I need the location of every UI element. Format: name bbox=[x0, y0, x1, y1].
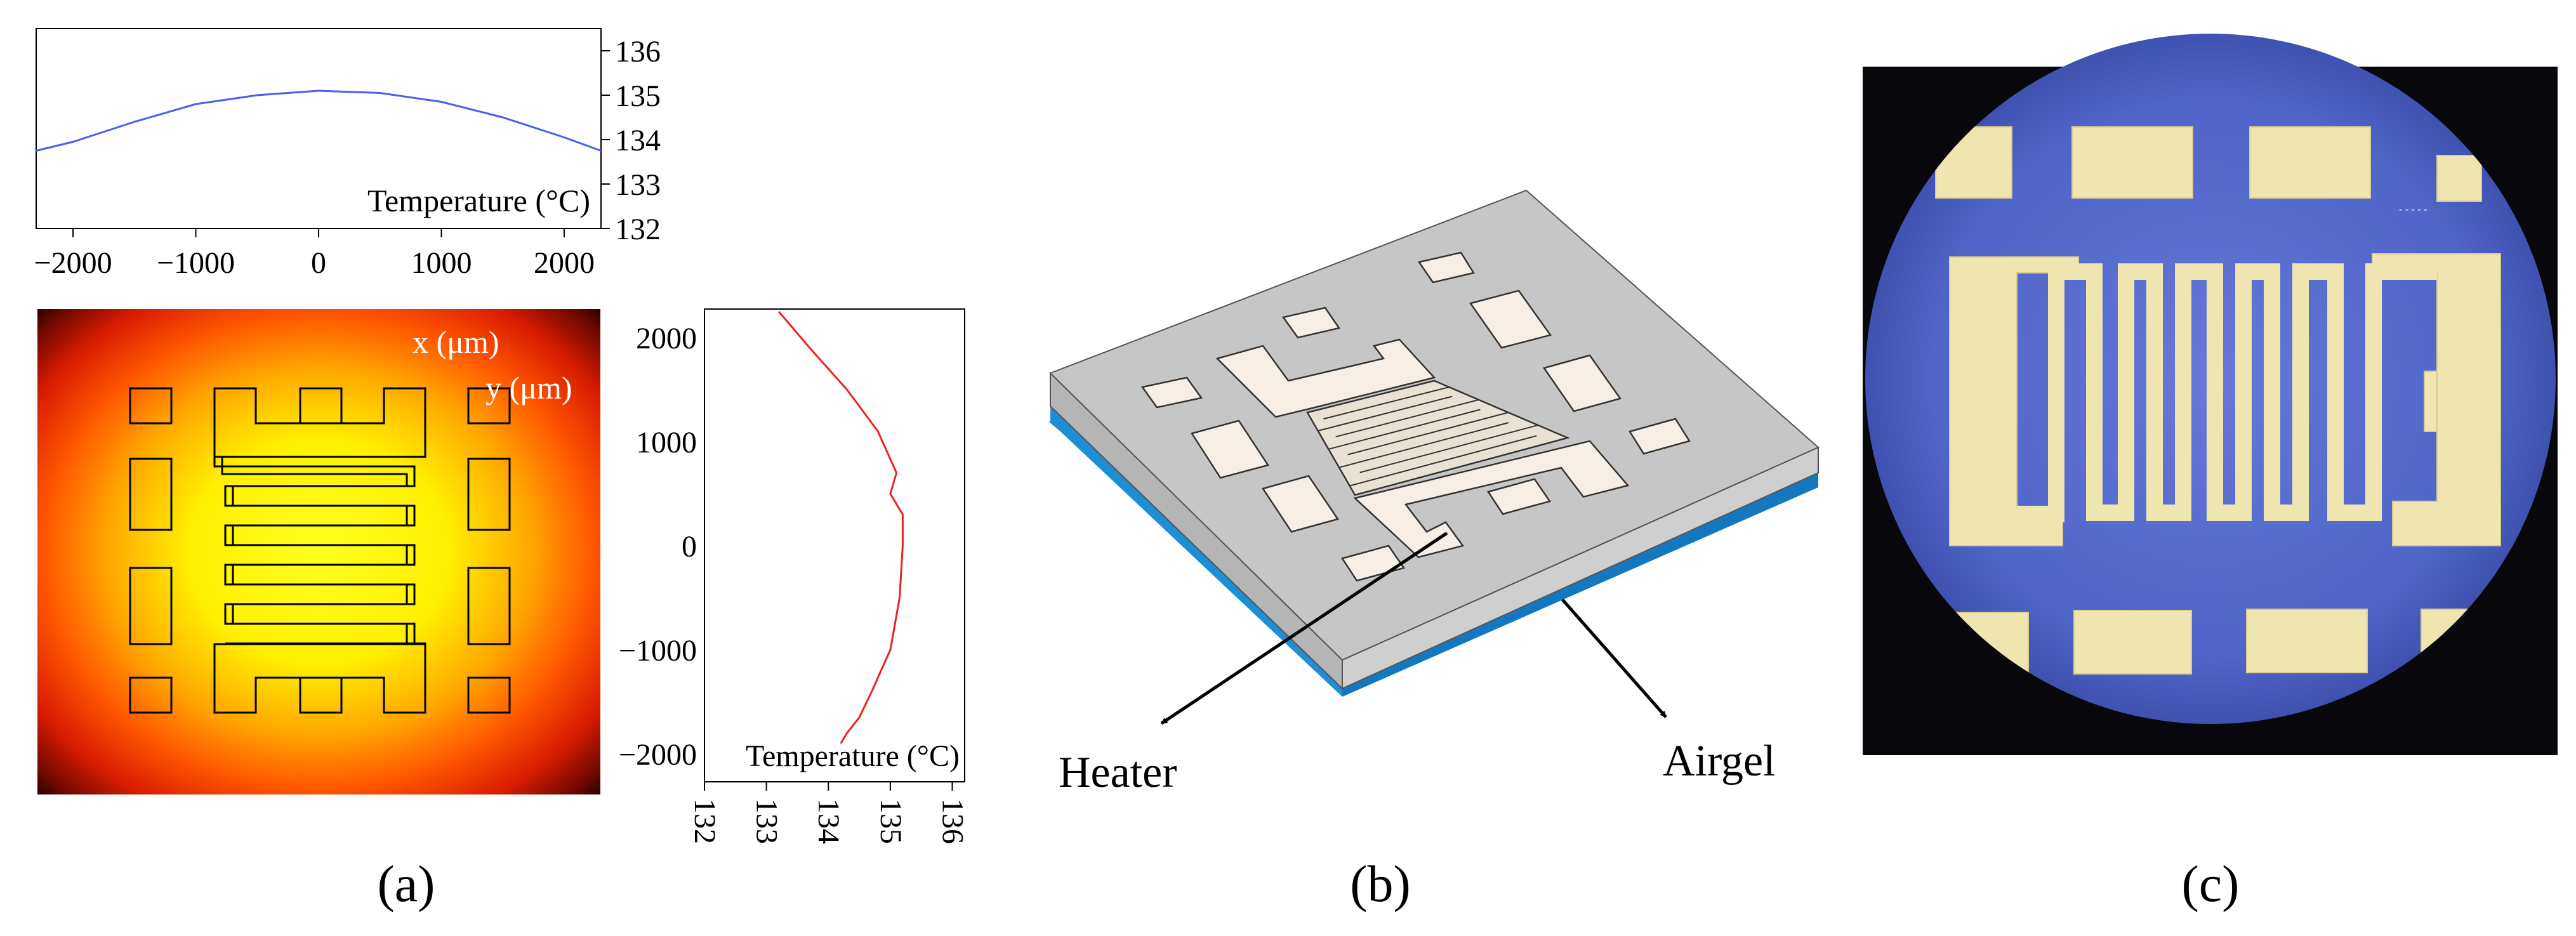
pad bbox=[129, 387, 173, 425]
serpentine-line bbox=[1328, 409, 1481, 450]
right-x-tick-label: 132 bbox=[688, 798, 722, 844]
heatmap-y-tick-label: 0 bbox=[682, 530, 697, 564]
pad bbox=[129, 676, 173, 714]
pad bbox=[1628, 418, 1691, 455]
heater-label: Heater bbox=[1059, 748, 1177, 797]
panel-c: - - - - - (c) bbox=[1863, 34, 2558, 913]
pad bbox=[2246, 609, 2368, 673]
top-profile-y-ticks: 132 133 134 135 136 bbox=[601, 35, 661, 246]
top-y-tick-label: 132 bbox=[615, 213, 661, 246]
heatmap: x (μm) y (μm) 2000 1000 0 −1000 −2000 bbox=[37, 309, 713, 794]
pad bbox=[1140, 376, 1203, 409]
heatmap-y-tick-label: −1000 bbox=[619, 634, 697, 668]
scale-mark: - - - - - bbox=[2399, 204, 2427, 215]
heater-serpentine-micrograph bbox=[2017, 263, 2437, 522]
top-temperature-profile: 132 133 134 135 136 −2000 −1000 0 1000 2000 Temp… bbox=[34, 28, 661, 280]
serpentine-line bbox=[1347, 412, 1509, 456]
right-x-tick-label: 135 bbox=[874, 798, 908, 844]
top-x-tick-label: −1000 bbox=[157, 246, 235, 280]
serpentine-line bbox=[1338, 422, 1509, 468]
heatmap-y-tick-label: 1000 bbox=[636, 426, 697, 459]
right-x-tick-label: 136 bbox=[935, 798, 969, 844]
serpentine-line bbox=[1335, 399, 1479, 438]
heater-right-electrode bbox=[2372, 253, 2501, 546]
pad bbox=[1191, 419, 1269, 479]
pad bbox=[467, 567, 511, 645]
right-profile-axis-label: Temperature (°C) bbox=[746, 739, 960, 773]
top-profile-axis-label: Temperature (°C) bbox=[367, 183, 590, 218]
serpentine-line bbox=[1323, 386, 1450, 420]
pad bbox=[1281, 307, 1341, 339]
pad bbox=[129, 458, 173, 531]
serpentine-line bbox=[1359, 425, 1538, 473]
serpentine-line bbox=[1318, 395, 1453, 432]
airgel-arrow bbox=[1561, 598, 1667, 718]
heater-top-electrode bbox=[213, 387, 426, 458]
panel-a: 132 133 134 135 136 −2000 −1000 0 1000 2000 Temp… bbox=[34, 28, 969, 913]
panel-c-label: (c) bbox=[2181, 855, 2239, 913]
pad bbox=[129, 567, 173, 645]
top-profile-series-line bbox=[36, 89, 602, 152]
top-x-tick-label: 1000 bbox=[411, 246, 472, 280]
heatmap-y-tick-label: −2000 bbox=[619, 738, 697, 772]
pad bbox=[2071, 126, 2193, 199]
top-y-tick-label: 135 bbox=[615, 79, 661, 113]
top-y-tick-label: 136 bbox=[615, 35, 661, 69]
top-y-tick-label: 134 bbox=[615, 124, 661, 157]
heater-3d bbox=[1215, 338, 1630, 558]
pad bbox=[1469, 289, 1552, 349]
right-temperature-profile: Temperature (°C) 132 133 134 135 136 bbox=[688, 308, 969, 844]
pad bbox=[467, 676, 511, 714]
pad bbox=[2436, 155, 2482, 202]
panel-b-label: (b) bbox=[1350, 855, 1411, 913]
heatmap-x-label: x (μm) bbox=[413, 324, 499, 360]
heater-serpentine bbox=[213, 457, 426, 645]
top-x-tick-label: 2000 bbox=[534, 246, 595, 280]
top-profile-x-ticks: −2000 −1000 0 1000 2000 bbox=[34, 228, 595, 280]
panel-b: Heater Airgel (b) bbox=[1049, 189, 1820, 913]
top-y-tick-label: 133 bbox=[615, 168, 661, 202]
airgel-layer-side-right bbox=[1342, 473, 1818, 697]
top-x-tick-label: 0 bbox=[311, 246, 326, 280]
heatmap-y-ticks: 2000 1000 0 −1000 −2000 bbox=[619, 322, 713, 772]
serpentine-line bbox=[1349, 435, 1537, 487]
pad bbox=[1262, 475, 1340, 533]
heatmap-y-label: y (μm) bbox=[485, 370, 572, 405]
heater-arrow bbox=[1160, 531, 1448, 725]
top-x-tick-label: −2000 bbox=[34, 246, 112, 280]
pad bbox=[467, 458, 511, 531]
right-x-tick-label: 133 bbox=[750, 798, 784, 844]
pad bbox=[2073, 610, 2192, 675]
heater-top-electrode-3d bbox=[1215, 338, 1436, 418]
right-profile-series-line bbox=[777, 311, 904, 744]
right-profile-x-ticks: 132 133 134 135 136 bbox=[688, 782, 969, 844]
panel-a-label: (a) bbox=[377, 855, 435, 913]
pad bbox=[1542, 354, 1622, 412]
pad bbox=[467, 387, 511, 425]
heater-bottom-electrode-3d bbox=[1353, 440, 1630, 558]
airgel-label: Airgel bbox=[1663, 737, 1776, 786]
right-profile-frame bbox=[704, 308, 965, 782]
top-profile-frame bbox=[36, 28, 602, 229]
right-x-tick-label: 134 bbox=[812, 798, 845, 844]
pad bbox=[1417, 251, 1475, 284]
pad bbox=[1487, 478, 1552, 515]
heatmap-y-tick-label: 2000 bbox=[636, 322, 697, 355]
pad bbox=[2249, 126, 2371, 199]
heatmap-chip-outline bbox=[129, 387, 511, 714]
heater-serpentine-lines bbox=[1318, 386, 1538, 487]
